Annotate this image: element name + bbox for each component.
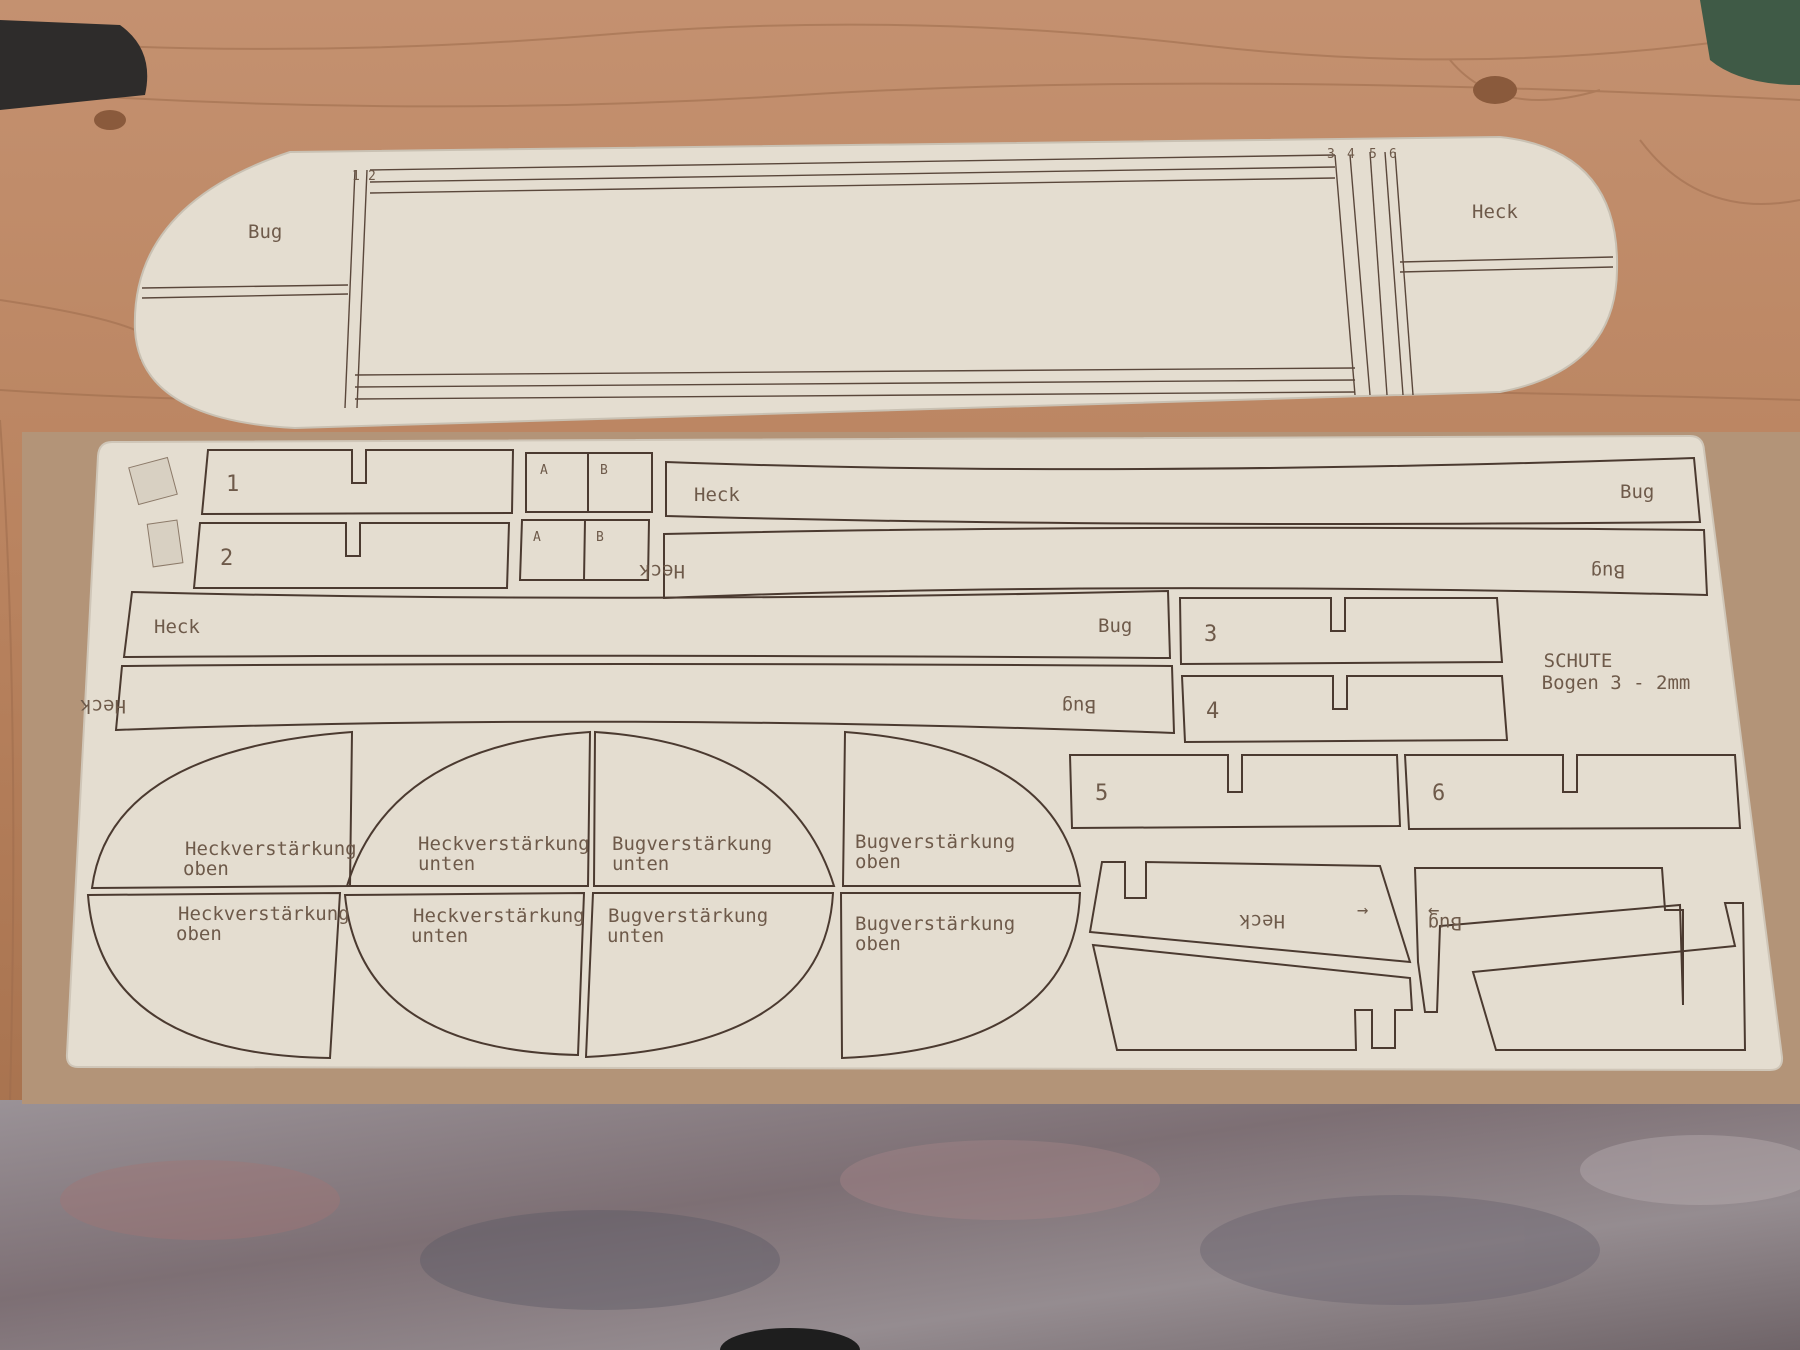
strip-4-bug: Bug — [1062, 695, 1096, 717]
top-label-bug: Bug — [248, 221, 282, 243]
strip-middle-1 — [122, 589, 1172, 660]
piece-3-number: 3 — [1204, 622, 1217, 647]
top-number-3: 3 — [1327, 147, 1335, 162]
tab-piece-5 — [1068, 754, 1402, 830]
strip-4-heck: Heck — [80, 695, 126, 717]
ab-block-top — [525, 452, 653, 513]
strip-middle-2 — [114, 663, 1176, 735]
reinforcement-4-line2: oben — [855, 851, 901, 873]
carpet-floor — [0, 1100, 1800, 1350]
side-piece-heck — [1088, 860, 1412, 964]
reinforcement-3-line1: Bugverstärkung — [612, 833, 772, 855]
strip-2-heck: Heck — [639, 560, 685, 582]
top-sheet-outline — [133, 135, 1619, 430]
side-arrow-left: ← — [1428, 899, 1439, 921]
side-arrow-right: → — [1357, 899, 1368, 921]
dark-cylinder-object — [0, 20, 148, 110]
tab-piece-1 — [200, 449, 515, 516]
side-piece-lower-right — [1471, 902, 1747, 1051]
wood-knot — [1473, 76, 1517, 104]
reinforcement-2-line2: unten — [418, 853, 475, 875]
side-label-heck: Heck — [1239, 910, 1285, 932]
top-number-1: 1 — [352, 169, 360, 184]
piece-1-number: 1 — [226, 472, 239, 497]
reinforcement-6-line2: unten — [411, 925, 468, 947]
carpet-texture — [60, 1135, 1800, 1310]
strip-2-bug: Bug — [1591, 560, 1625, 582]
reinforcement-5-line1: Heckverstärkung — [178, 903, 350, 925]
reinforcement-oval-4-bottom — [839, 892, 1082, 1060]
reinforcement-8-line1: Bugverstärkung — [855, 913, 1015, 935]
side-piece-lower-left — [1091, 943, 1414, 1051]
piece-4-number: 4 — [1206, 699, 1219, 724]
top-number-4: 4 — [1347, 147, 1355, 162]
top-number-5: 5 — [1369, 147, 1377, 162]
strip-upper-2 — [663, 526, 1709, 600]
reinforcement-oval-1-bottom — [86, 891, 342, 1060]
tab-piece-6 — [1403, 754, 1742, 831]
strip-3-bug: Bug — [1098, 615, 1132, 637]
ab-label-a2: A — [533, 530, 541, 545]
reinforcement-6-line1: Heckverstärkung — [413, 905, 585, 927]
reinforcement-oval-3-top — [592, 730, 836, 887]
shoe-object — [720, 1328, 860, 1350]
reinforcement-5-line2: oben — [176, 923, 222, 945]
strip-upper-1 — [665, 456, 1702, 525]
top-number-2: 2 — [368, 169, 376, 184]
piece-6-number: 6 — [1432, 781, 1445, 806]
tab-piece-3 — [1178, 597, 1504, 666]
loose-square-piece — [146, 519, 184, 568]
strip-1-heck: Heck — [694, 484, 740, 506]
reinforcement-4-line1: Bugverstärkung — [855, 831, 1015, 853]
reinforcement-oval-2-top — [345, 730, 592, 887]
reinforcement-oval-2-bottom — [343, 891, 586, 1057]
reinforcement-oval-3-bottom — [584, 892, 835, 1059]
reinforcement-7-line1: Bugverstärkung — [608, 905, 768, 927]
wood-knot — [94, 110, 126, 130]
sheet-subtitle: Bogen 3 - 2mm — [1542, 672, 1691, 694]
green-jar-object — [1700, 0, 1800, 85]
reinforcement-3-line2: unten — [612, 853, 669, 875]
tab-piece-2 — [192, 522, 511, 589]
reinforcement-8-line2: oben — [855, 933, 901, 955]
side-piece-bug — [1413, 867, 1684, 1013]
strip-3-heck: Heck — [154, 616, 200, 638]
main-sheet: 1 2 A B A B Heck Bug Heck Bug Heck Bug H… — [65, 434, 1784, 1072]
reinforcement-2-line1: Heckverstärkung — [418, 833, 590, 855]
loose-square-piece — [128, 456, 178, 506]
reinforcement-oval-4-top — [841, 730, 1082, 887]
piece-5-number: 5 — [1095, 781, 1108, 806]
strip-1-bug: Bug — [1620, 481, 1654, 503]
ab-label-b1: B — [600, 463, 608, 478]
reinforcement-oval-1-top — [90, 730, 354, 890]
reinforcement-1-line1: Heckverstärkung — [185, 838, 357, 860]
piece-2-number: 2 — [220, 546, 233, 571]
top-number-6: 6 — [1389, 147, 1397, 162]
tab-piece-4 — [1180, 675, 1509, 744]
ab-label-b2: B — [596, 530, 604, 545]
top-sheet: 1 2 3 4 5 6 Bug Heck — [133, 135, 1619, 430]
top-label-heck: Heck — [1472, 201, 1518, 223]
ab-block-bottom — [518, 519, 651, 581]
main-sheet-outline — [65, 434, 1784, 1072]
reinforcement-7-line2: unten — [607, 925, 664, 947]
sheet-title: SCHUTE — [1544, 650, 1613, 672]
reinforcement-1-line2: oben — [183, 858, 229, 880]
ab-label-a1: A — [540, 463, 548, 478]
side-label-bug: Bug — [1428, 912, 1462, 934]
